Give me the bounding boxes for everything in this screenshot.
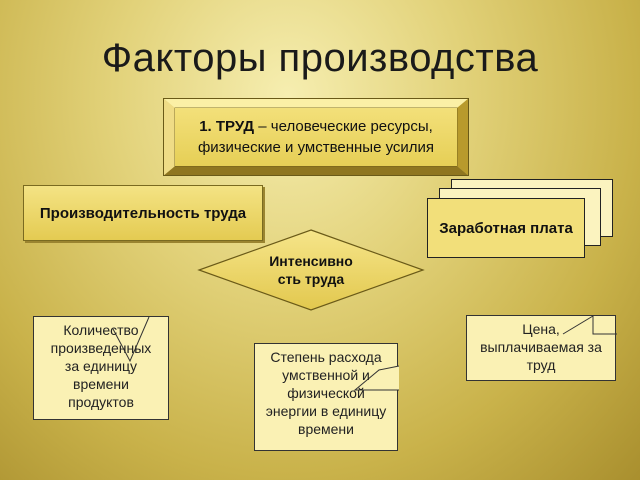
productivity-box: Производительность труда xyxy=(23,185,263,241)
expense-note: Степень расхода умственной и физической … xyxy=(254,343,400,451)
expense-line4: энергии в единицу xyxy=(265,403,387,419)
price-note-fold xyxy=(562,315,617,335)
expense-line1: Степень расхода xyxy=(270,349,382,365)
labour-label: 1. ТРУД xyxy=(199,118,255,135)
quantity-note-fold xyxy=(112,316,150,363)
quantity-line5: продуктов xyxy=(68,394,134,410)
labour-desc-line2: физические и умственные усилия xyxy=(197,139,435,156)
quantity-line1: Количество xyxy=(63,322,139,338)
diamond-shape xyxy=(197,229,425,311)
price-note: Цена, выплачиваемая за труд xyxy=(466,315,617,381)
intensity-label: Интенсивно сть труда xyxy=(198,229,424,311)
quantity-note: Количество произведенных за единицу врем… xyxy=(33,316,169,420)
labour-box-text: 1. ТРУД – человеческие ресурсы, физическ… xyxy=(175,108,457,166)
price-line3: труд xyxy=(526,357,556,373)
expense-note-fold xyxy=(353,365,400,391)
page-title: Факторы производства xyxy=(101,36,539,80)
labour-box-bevel xyxy=(163,98,469,176)
expense-line5: времени xyxy=(298,421,354,437)
quantity-line4: времени xyxy=(73,376,129,392)
intensity-line2: сть труда xyxy=(277,271,345,287)
price-line1: Цена, xyxy=(522,321,560,337)
price-line2: выплачиваемая за xyxy=(480,339,602,355)
expense-line3: физической xyxy=(287,385,365,401)
labour-box: 1. ТРУД – человеческие ресурсы, физическ… xyxy=(163,98,469,176)
quantity-line2: произведенных xyxy=(50,340,152,356)
expense-line2: умственной и xyxy=(282,367,370,383)
wage-box: Заработная плата xyxy=(427,198,585,258)
labour-desc-line1: – человеческие ресурсы, xyxy=(254,118,433,135)
intensity-line1: Интенсивно xyxy=(269,253,353,269)
intensity-diamond: Интенсивно сть труда xyxy=(197,229,425,311)
quantity-line3: за единицу xyxy=(64,358,138,374)
